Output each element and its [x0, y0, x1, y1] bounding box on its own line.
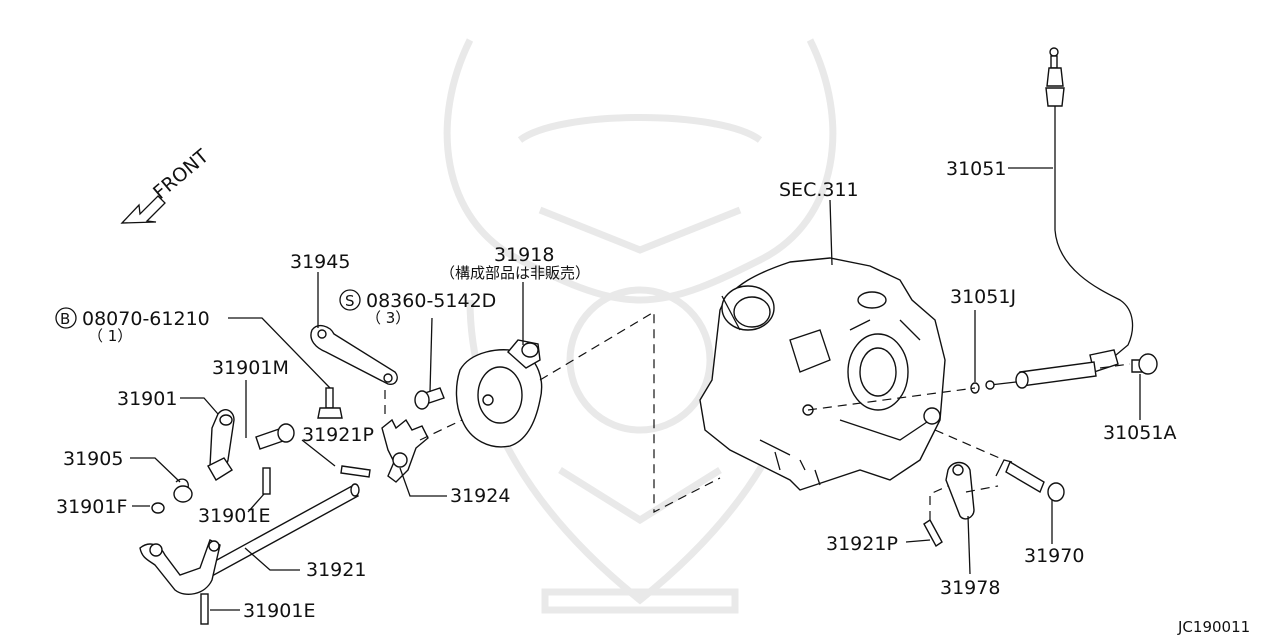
- shift-shaft-31921: [139, 483, 360, 596]
- lever-31901: [207, 409, 235, 481]
- bolt-b-prefix: B: [60, 310, 70, 328]
- label-08360-5142D: 08360-5142D: [366, 290, 496, 312]
- pin-31921P-left: [340, 465, 371, 478]
- pin-31921P-right: [923, 518, 943, 548]
- leader-lines: [130, 167, 1141, 611]
- label-31921: 31921: [306, 559, 366, 581]
- bolt-31901M: [255, 423, 295, 450]
- label-08070-61210: 08070-61210: [82, 308, 210, 330]
- transmission-case-sec311: [699, 257, 946, 491]
- label-31921P-left: 31921P: [302, 424, 374, 446]
- bracket-31945: [310, 324, 398, 386]
- bolt-b-marker: B: [55, 307, 77, 329]
- pin-31901E-lower: [200, 593, 209, 625]
- label-31901M: 31901M: [212, 357, 289, 379]
- label-31901E-upper: 31901E: [198, 505, 270, 527]
- label-31970: 31970: [1024, 545, 1084, 567]
- detent-plate-31924: [381, 418, 429, 483]
- label-31921P-right: 31921P: [826, 533, 898, 555]
- label-31924: 31924: [450, 485, 510, 507]
- spring-31905: [173, 478, 193, 503]
- lever-31978: [945, 461, 975, 520]
- bolt-08070-61210: [317, 387, 343, 419]
- diagram-code: JC190011: [1177, 618, 1250, 636]
- label-31901E-lower: 31901E: [243, 600, 315, 622]
- switch-assembly-31918: [455, 339, 543, 448]
- label-08360-5142D-qty: （ 3）: [366, 309, 410, 327]
- label-sec311: SEC.311: [779, 179, 859, 201]
- front-arrow-icon: [120, 195, 166, 224]
- label-31051: 31051: [946, 158, 1006, 180]
- screw-08360-5142D: [414, 387, 445, 410]
- screw-s-prefix: S: [345, 292, 355, 310]
- label-31901F: 31901F: [56, 496, 127, 518]
- label-31051J: 31051J: [950, 286, 1016, 308]
- front-label: FRONT: [149, 145, 213, 204]
- label-31918-note: （構成部品は非販売）: [440, 264, 590, 282]
- label-31051A: 31051A: [1103, 422, 1176, 444]
- label-31918: 31918: [494, 244, 554, 266]
- nut-31901F: [151, 502, 165, 514]
- rod-31970: [995, 459, 1065, 502]
- alignment-lines: [384, 310, 1131, 520]
- bolt-31051A: [1131, 353, 1158, 375]
- control-cable-31051: [985, 47, 1134, 390]
- label-08070-61210-qty: （ 1）: [88, 327, 132, 345]
- screw-s-marker: S: [339, 289, 361, 311]
- label-31945: 31945: [290, 251, 350, 273]
- label-31905: 31905: [63, 448, 123, 470]
- label-31901: 31901: [117, 388, 177, 410]
- label-31978: 31978: [940, 577, 1000, 599]
- pin-31901E-upper: [262, 467, 271, 495]
